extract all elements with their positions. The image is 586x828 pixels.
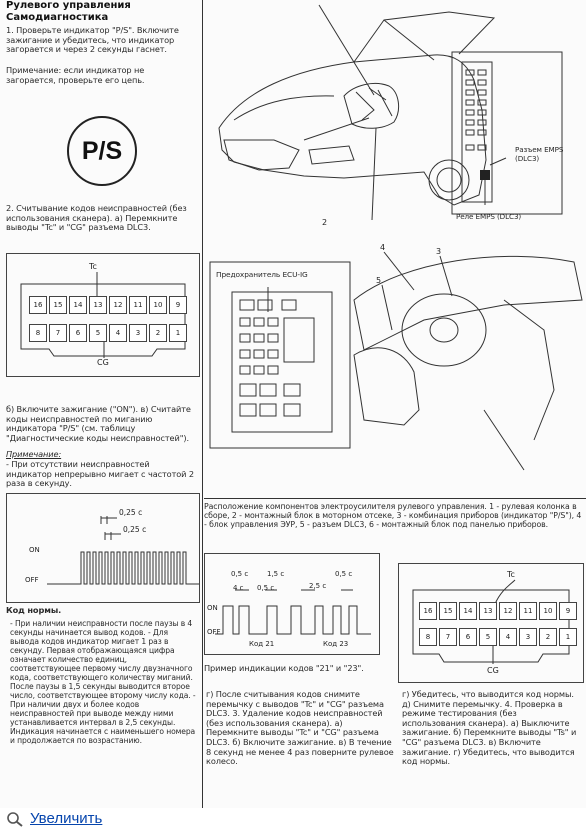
connector-pin: 16 <box>419 602 437 620</box>
normal-code-caption: Код нормы. <box>6 605 62 615</box>
zoom-link[interactable]: Увеличить <box>6 810 102 827</box>
connector-pin: 14 <box>69 296 87 314</box>
wave-t5: 0,5 с <box>257 584 275 592</box>
cg-terminal-label: CG <box>97 358 109 367</box>
connector-pin: 7 <box>439 628 457 646</box>
caption-rule <box>204 498 586 499</box>
step-2-text: 2. Считывание кодов неисправностей (без … <box>6 203 187 233</box>
right-column-text: г) Убедитесь, что выводится код нормы. д… <box>402 689 577 767</box>
wave-off-label: OFF <box>25 576 39 584</box>
connector-pin: 4 <box>499 628 517 646</box>
pulse-train <box>47 516 199 585</box>
tc-terminal-label: Tc <box>89 262 97 271</box>
connector-pin: 5 <box>89 324 107 342</box>
wave-t2: 1,5 с <box>267 570 285 578</box>
wave-label-top: 0,25 с <box>119 508 143 517</box>
block-label: Реле EMPS (DLC3) <box>456 212 522 221</box>
connector-pin: 6 <box>459 628 477 646</box>
connector-pin: 10 <box>149 296 167 314</box>
connector-pin: 6 <box>69 324 87 342</box>
callout-5: 5 <box>376 276 381 285</box>
bullet-notes: - При наличии неисправности после паузы … <box>10 619 196 745</box>
vehicle-component-illustration: 2 4 3 <box>209 4 583 471</box>
ps-indicator-label: P/S <box>81 136 123 165</box>
connector-pin: 1 <box>169 324 187 342</box>
tc-terminal-label-2: Tc <box>507 570 515 579</box>
callout-3: 3 <box>436 247 441 256</box>
image-footer: Увеличить <box>0 808 586 828</box>
wave-t6: 4 с <box>233 584 244 592</box>
ecu-fuse-label: Предохранитель ECU-IG <box>216 270 308 279</box>
connector-pin: 9 <box>559 602 577 620</box>
cg-terminal-label-2: CG <box>487 666 499 675</box>
mid-column-text: г) После считывания кодов снимите перемы… <box>206 689 394 767</box>
connector-pin: 1 <box>559 628 577 646</box>
callout-4: 4 <box>380 243 385 252</box>
normal-code-waveform: 0,25 с 0,25 с ON OFF <box>6 493 200 603</box>
connector-pin: 3 <box>519 628 537 646</box>
ps-indicator-icon: P/S <box>67 116 137 186</box>
relay-label: Разъем EMPS (DLC3) <box>515 145 564 163</box>
zoom-label[interactable]: Увеличить <box>30 810 103 827</box>
column-divider <box>202 0 203 808</box>
wave-t3: 0,5 с <box>335 570 353 578</box>
scanned-manual-page: Рулевого управления Самодиагностика 1. П… <box>6 0 586 808</box>
connector-pin: 5 <box>479 628 497 646</box>
connector-pin: 11 <box>519 602 537 620</box>
connector-pin: 7 <box>49 324 67 342</box>
connector-pin: 15 <box>49 296 67 314</box>
section-heading: Рулевого управления <box>6 0 131 11</box>
connector-pin: 2 <box>149 324 167 342</box>
connector-pin: 4 <box>109 324 127 342</box>
connector-pin: 12 <box>499 602 517 620</box>
note-2-text: - При отсутствии неисправностей индикато… <box>6 459 195 489</box>
wave-off-label-2: OFF <box>207 628 221 636</box>
connector-pin: 14 <box>459 602 477 620</box>
connector-pin: 12 <box>109 296 127 314</box>
wave-on-label-2: ON <box>207 604 218 612</box>
wave-on-label: ON <box>29 546 40 554</box>
connector-pin: 3 <box>129 324 147 342</box>
connector-pin: 2 <box>539 628 557 646</box>
magnifier-icon <box>7 811 23 827</box>
component-caption: Расположение компонентов электроусилител… <box>204 502 582 530</box>
code-example-waveform: 0,5 с 1,5 с 0,5 с 2,5 с 0,5 с 4 с ON OFF… <box>204 553 380 655</box>
connector-pin: 10 <box>539 602 557 620</box>
connector-outline-2 <box>412 579 570 664</box>
step-1-note: Примечание: если индикатор не загорается… <box>6 65 145 85</box>
wave-label-mid: 0,25 с <box>123 525 147 534</box>
callout-2: 2 <box>322 218 327 227</box>
example-caption: Пример индикации кодов "21" и "23". <box>204 663 364 673</box>
wave-t1: 0,5 с <box>231 570 249 578</box>
step-1-text: 1. Проверьте индикатор "P/S". Включите з… <box>6 25 179 55</box>
code-21-label: Код 21 <box>249 640 275 648</box>
connector-pin: 13 <box>479 602 497 620</box>
subsection-heading: Самодиагностика <box>6 12 109 23</box>
connector-pin: 13 <box>89 296 107 314</box>
step-2b-text: б) Включите зажигание ("ON"). в) Считайт… <box>6 404 191 443</box>
wave-t4: 2,5 с <box>309 582 327 590</box>
connector-pin: 8 <box>419 628 437 646</box>
connector-pin: 16 <box>29 296 47 314</box>
note-2-title: Примечание: <box>6 449 62 459</box>
connector-pin: 15 <box>439 602 457 620</box>
code-pulse-train <box>215 589 371 635</box>
connector-pin: 8 <box>29 324 47 342</box>
code-23-label: Код 23 <box>323 640 349 648</box>
connector-pin: 11 <box>129 296 147 314</box>
connector-pin: 9 <box>169 296 187 314</box>
